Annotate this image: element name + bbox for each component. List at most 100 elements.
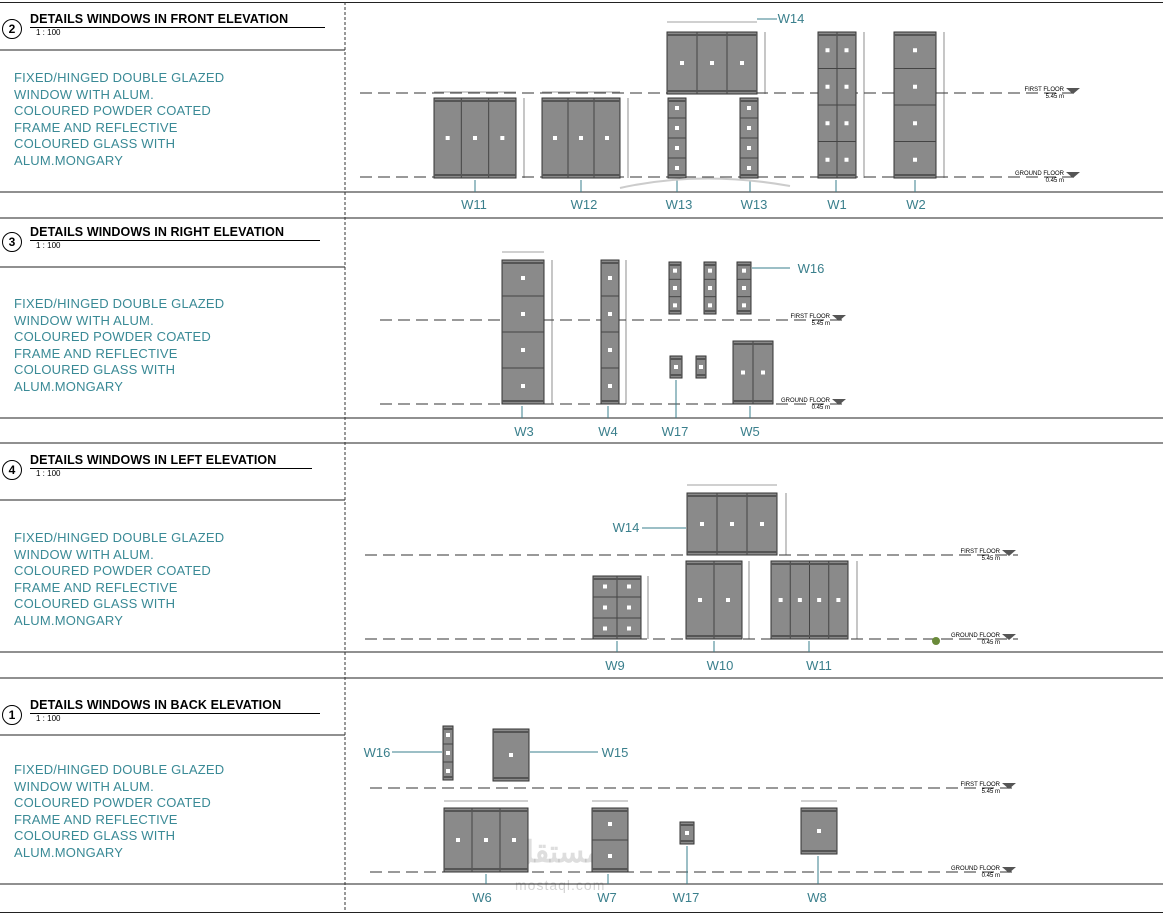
window-label: W14 [612,520,640,535]
handle [627,605,631,610]
desc-line: ALUM.MONGARY [14,152,124,168]
window-label: W1 [827,197,847,212]
desc-line: FIXED/HINGED DOUBLE GLAZED [14,530,225,545]
handle [698,598,702,602]
desc-line: WINDOW WITH ALUM. [14,86,154,102]
section-description: FIXED/HINGED DOUBLE GLAZED WINDOW WITH A… [14,296,334,395]
handle [521,384,525,388]
section-number: 3 [2,232,22,252]
handle [825,157,830,162]
handle [747,106,751,110]
handle [825,48,830,53]
section-number: 4 [2,460,22,480]
handle [446,733,450,737]
desc-line: ALUM.MONGARY [14,378,124,394]
handle [608,854,612,858]
handle [608,822,612,826]
handle [730,522,734,526]
handle [521,312,525,316]
desc-line: WINDOW WITH ALUM. [14,778,154,794]
handle [673,303,677,308]
desc-line: COLOURED POWDER COATED [14,329,212,344]
handle [747,126,751,130]
handle [553,136,557,140]
handle [608,384,612,388]
handle [913,48,917,53]
window-label: W15 [601,745,629,760]
handle [605,136,609,140]
handle [913,157,917,162]
section-description: FIXED/HINGED DOUBLE GLAZED WINDOW WITH A… [14,762,334,861]
handle [747,146,751,150]
handle [627,584,631,589]
section-description: FIXED/HINGED DOUBLE GLAZED WINDOW WITH A… [14,70,334,169]
handle [473,136,477,140]
level-name: FIRST FLOOR [790,314,830,320]
desc-line: FIXED/HINGED DOUBLE GLAZED [14,762,225,777]
handle [761,370,765,375]
handle [844,84,849,89]
handle [700,522,704,526]
handle [446,769,450,773]
desc-line: WINDOW WITH ALUM. [14,546,154,562]
title-underline [30,240,320,241]
handle [603,605,607,610]
handle [778,598,783,602]
level-name: FIRST FLOOR [960,782,1000,788]
title-underline [30,27,325,28]
ground-arc [619,177,791,189]
window-label: W11 [806,658,832,673]
handle [825,84,830,89]
window-label: W17 [672,890,700,905]
window-label: W5 [740,424,760,439]
frame-line [0,912,1163,913]
window-label: W9 [605,658,625,673]
level-name: GROUND FLOOR [1015,171,1065,177]
level-marker [1002,550,1016,556]
handle [579,136,583,140]
section-title: DETAILS WINDOWS IN LEFT ELEVATION [30,453,277,467]
level-name: GROUND FLOOR [781,398,831,404]
handle [685,831,689,835]
level-name: FIRST FLOOR [1024,87,1064,93]
handle [512,838,516,842]
handle [446,751,450,755]
desc-line: FRAME AND REFLECTIVE [14,811,178,827]
handle [680,61,684,65]
handle [509,753,513,757]
handle [627,626,631,631]
handle [708,268,712,273]
handle [797,598,802,602]
window-label: W3 [514,424,534,439]
handle [741,370,745,375]
handle [674,365,678,369]
section-description: FIXED/HINGED DOUBLE GLAZED WINDOW WITH A… [14,530,334,629]
window-label: W13 [740,197,768,212]
level-value: 5.45 m [982,789,1000,795]
level-value: 5.45 m [982,556,1000,562]
desc-line: FIXED/HINGED DOUBLE GLAZED [14,70,225,85]
section-title: DETAILS WINDOWS IN FRONT ELEVATION [30,12,289,26]
handle [675,146,679,150]
handle [521,276,525,280]
desc-line: COLOURED POWDER COATED [14,795,212,810]
handle [673,268,677,273]
handle [844,121,849,126]
handle [710,61,714,65]
handle [456,838,460,842]
window-label: W17 [661,424,689,439]
level-marker [1002,783,1016,789]
level-marker [1002,634,1016,640]
handle [445,136,450,140]
handle [760,522,764,526]
window-label: W2 [906,197,926,212]
handle [608,312,612,316]
handle [603,584,607,589]
handle [742,286,746,290]
handle [726,598,730,602]
window-label: W6 [472,890,492,905]
handle [484,838,488,842]
title-underline [30,713,320,714]
level-marker [1066,88,1080,94]
